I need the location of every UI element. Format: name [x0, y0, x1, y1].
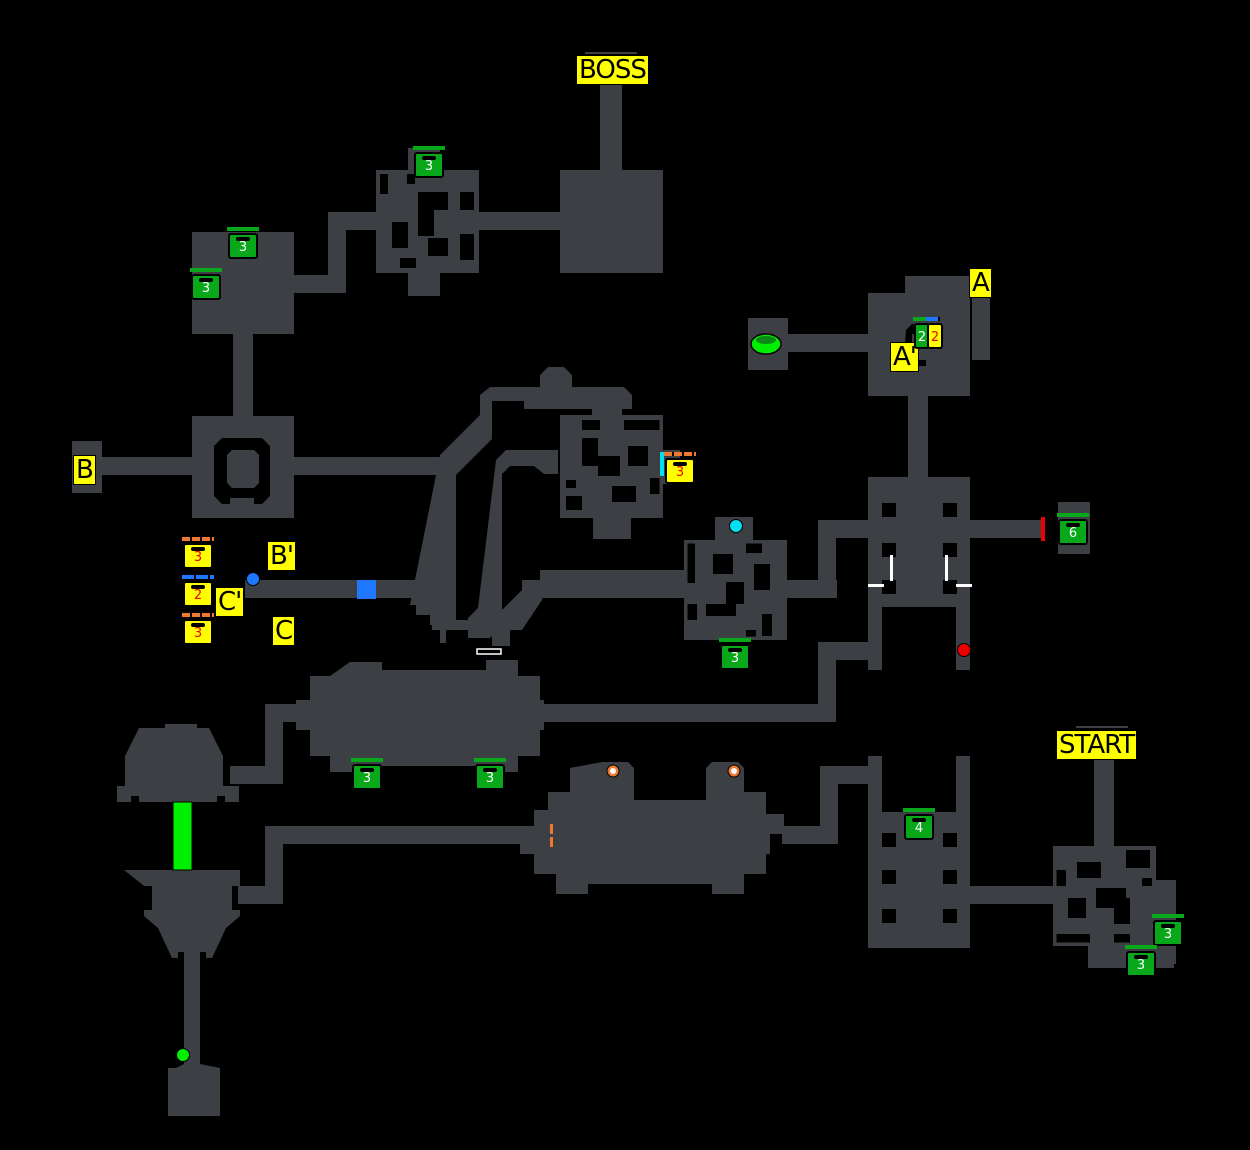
- cyan-door[interactable]: [660, 452, 664, 476]
- chest[interactable]: 3: [1152, 914, 1184, 946]
- top-maze-room: [376, 148, 562, 296]
- chest[interactable]: 3: [1125, 945, 1157, 977]
- chest[interactable]: 3: [351, 758, 383, 790]
- white-door-right-h[interactable]: [956, 584, 972, 587]
- blue-block[interactable]: [357, 580, 376, 599]
- chest[interactable]: 3: [182, 537, 214, 569]
- label-c-prime: C': [215, 587, 245, 617]
- south-chamber: [520, 762, 868, 894]
- chest[interactable]: 3: [474, 758, 506, 790]
- white-door-left-v[interactable]: [890, 555, 893, 581]
- orange-door-top[interactable]: [550, 824, 553, 834]
- label-c: C: [272, 616, 296, 646]
- chest[interactable]: 3: [227, 227, 259, 259]
- blue-switch-icon[interactable]: [246, 572, 260, 586]
- chest[interactable]: 3: [190, 268, 222, 300]
- chest[interactable]: 4: [903, 808, 935, 840]
- cyan-switch-icon[interactable]: [729, 519, 743, 533]
- west-round-room: [72, 416, 442, 518]
- red-door[interactable]: [1041, 517, 1045, 541]
- boss-room: [560, 52, 663, 273]
- red-switch-icon[interactable]: [957, 643, 971, 657]
- chest[interactable]: 6: [1057, 513, 1089, 545]
- west-tower: [117, 724, 555, 1116]
- green-warp-bridge[interactable]: [172, 801, 193, 871]
- orange-door-bottom[interactable]: [550, 837, 553, 847]
- green-warp-ring-icon[interactable]: [750, 333, 782, 355]
- southeast-hall: [868, 756, 1058, 948]
- northwest-room: [192, 232, 294, 418]
- east-maze-room: [684, 517, 870, 640]
- central-corridors: [245, 367, 690, 646]
- chest[interactable]: 3: [719, 638, 751, 670]
- chest[interactable]: 2: [926, 317, 943, 349]
- label-a: A: [969, 268, 992, 298]
- east-pillar-room: [818, 477, 1090, 722]
- orange-switch-icon[interactable]: [727, 764, 741, 778]
- upper-mid-maze: [560, 415, 680, 539]
- orange-switch-icon[interactable]: [606, 764, 620, 778]
- green-entrance-icon[interactable]: [176, 1048, 190, 1062]
- northeast-room: [748, 276, 990, 480]
- label-boss: BOSS: [576, 55, 649, 85]
- chest[interactable]: 3: [182, 613, 214, 645]
- white-door-right-v[interactable]: [945, 555, 948, 581]
- label-start: START: [1056, 730, 1138, 760]
- label-b-prime: B': [267, 541, 296, 571]
- central-chamber: [230, 660, 836, 784]
- chest[interactable]: 3: [664, 452, 696, 484]
- chest[interactable]: 3: [413, 146, 445, 178]
- chest[interactable]: 2: [182, 575, 214, 607]
- corridor-nw: [290, 212, 378, 293]
- white-door-left-h[interactable]: [868, 584, 884, 587]
- label-b: B: [73, 455, 96, 485]
- white-door-top[interactable]: [476, 648, 502, 655]
